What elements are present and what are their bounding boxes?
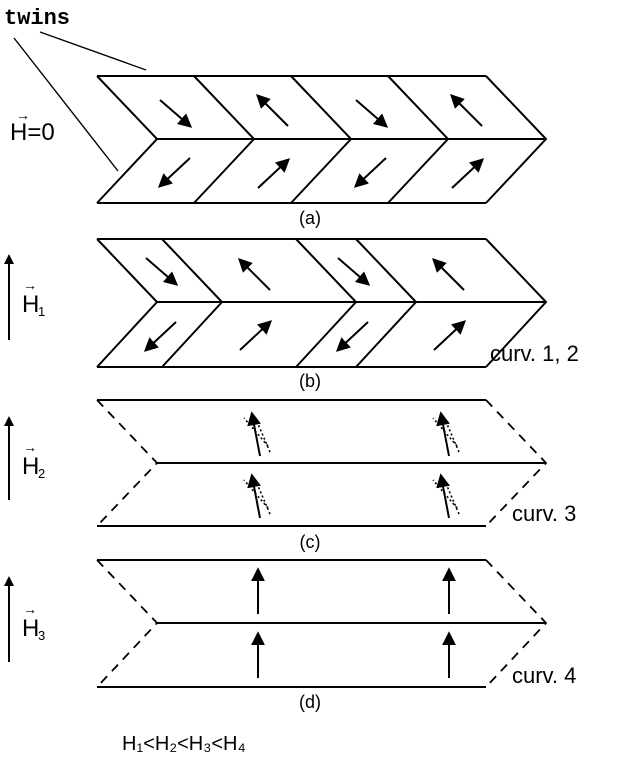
panel-c-right-boundary xyxy=(485,399,548,527)
panel-a-boundary-4 xyxy=(387,75,450,204)
moment-arrow xyxy=(247,411,261,457)
panel-d: → H 3 curv. 4 (d) xyxy=(3,559,576,712)
moment-arrow xyxy=(450,94,483,127)
panel-b-boundary-4 xyxy=(355,238,418,368)
panel-b-boundary-5 xyxy=(485,238,548,368)
moment-arrow xyxy=(432,258,465,291)
moment-arrow xyxy=(157,157,191,188)
moment-arrow xyxy=(353,157,387,188)
panel-c-left-boundary xyxy=(96,399,159,527)
field-d-label: H xyxy=(22,615,39,642)
panel-a-boundary-2 xyxy=(193,75,256,204)
panel-c-caption: (c) xyxy=(300,532,321,552)
panel-b-caption: (b) xyxy=(299,371,321,391)
moment-arrow xyxy=(159,99,193,128)
moment-arrow xyxy=(451,158,485,189)
twins-pointer-line-1 xyxy=(39,31,147,71)
field-b-overarrow: → xyxy=(23,277,37,293)
field-a-arrow: → xyxy=(16,107,30,123)
field-c-overarrow: → xyxy=(23,439,37,455)
moment-arrow xyxy=(143,321,177,352)
panel-b-boundary-3 xyxy=(295,238,358,368)
panel-a-caption: (a) xyxy=(299,208,321,228)
moment-arrow xyxy=(247,473,261,519)
panel-d-right-boundary xyxy=(485,559,548,688)
field-d-subscript: 3 xyxy=(38,628,45,643)
moment-trace xyxy=(432,479,458,509)
twins-pointer-line-2 xyxy=(13,37,119,172)
moment-arrow xyxy=(433,320,467,351)
panel-d-left-boundary xyxy=(96,559,159,688)
moment-arrow xyxy=(238,258,271,291)
moment-trace xyxy=(243,479,269,509)
panel-b: → H 1 curv. 1, 2 (b) xyxy=(3,238,579,391)
field-inequality: H₁<H₂<H₃<H₄ xyxy=(122,733,246,755)
panel-b-curve-label: curv. 1, 2 xyxy=(490,341,579,366)
panel-d-curve-label: curv. 4 xyxy=(512,663,576,688)
field-b-label: H xyxy=(22,291,39,318)
panel-a-boundary-5 xyxy=(485,75,548,204)
panel-b-boundary-2 xyxy=(161,238,224,368)
panel-c-curve-label: curv. 3 xyxy=(512,501,576,526)
field-a-label: H=0 xyxy=(10,119,55,146)
panel-c: → H 2 curv. 3 (c) xyxy=(3,399,576,552)
moment-arrow xyxy=(436,473,450,519)
panel-a-boundary-1 xyxy=(96,75,159,204)
field-d-overarrow: → xyxy=(23,601,37,617)
moment-trace xyxy=(257,423,271,453)
moment-arrow xyxy=(257,158,291,189)
panel-a-boundary-3 xyxy=(290,75,353,204)
moment-trace xyxy=(432,417,458,447)
field-c-label: H xyxy=(22,453,39,480)
panel-d-caption: (d) xyxy=(299,692,321,712)
moment-arrow xyxy=(337,257,371,286)
twins-label: twins xyxy=(4,6,70,31)
moment-trace xyxy=(257,485,271,515)
moment-arrow xyxy=(436,411,450,457)
moment-trace xyxy=(446,423,460,453)
field-c-subscript: 2 xyxy=(38,466,45,481)
moment-arrow xyxy=(145,257,179,286)
moment-trace xyxy=(446,485,460,515)
field-b-subscript: 1 xyxy=(38,304,45,319)
moment-arrow xyxy=(355,99,389,128)
moment-arrow xyxy=(335,321,369,352)
panel-a: → H=0 (a) xyxy=(10,75,548,228)
moment-arrow xyxy=(239,320,273,351)
moment-arrow xyxy=(256,94,289,127)
moment-trace xyxy=(243,417,269,447)
panel-b-boundary-1 xyxy=(96,238,159,368)
